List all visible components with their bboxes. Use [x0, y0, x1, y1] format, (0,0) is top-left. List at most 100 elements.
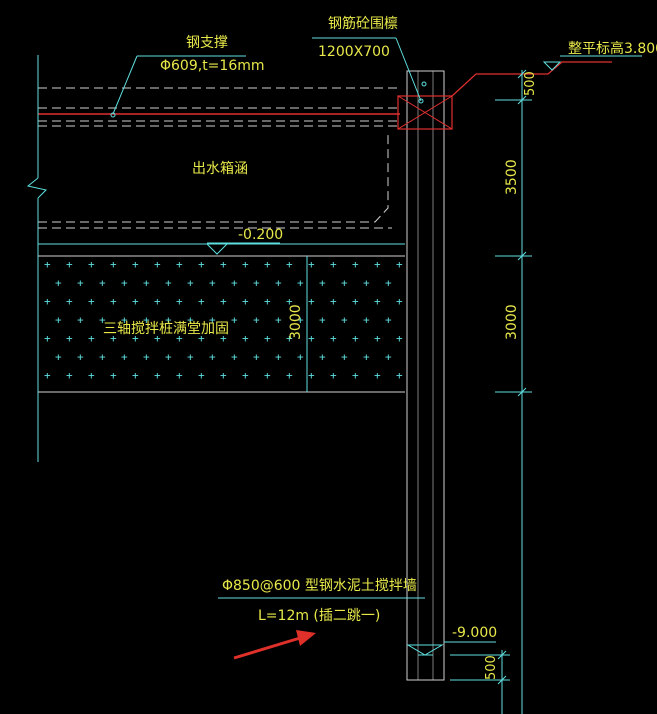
hatch-plus: + — [330, 258, 337, 271]
level-wall-toe: -9.000 500 — [444, 625, 510, 714]
hatch-plus: + — [242, 295, 249, 308]
hatch-plus: + — [187, 277, 194, 290]
hatch-plus: + — [396, 369, 403, 382]
hatch-plus: + — [99, 314, 106, 327]
hatch-plus: + — [341, 314, 348, 327]
right-dimension-chain: 500 3500 3000 — [495, 69, 538, 714]
hatch-plus: + — [374, 369, 381, 382]
hatch-plus: + — [264, 369, 271, 382]
left-boundary — [26, 55, 47, 462]
middle-span-dimension: 3000 — [504, 304, 520, 340]
hatch-plus: + — [253, 277, 260, 290]
hatch-plus: + — [176, 369, 183, 382]
reinforcement-hatch: + + + + + + + + + + + + + + + + + + + + + + + + + + + + + + + + + + + + + + + +… — [44, 258, 403, 382]
hatch-plus: + — [363, 277, 370, 290]
hatch-plus: + — [231, 277, 238, 290]
hatch-plus: + — [198, 258, 205, 271]
hatch-plus: + — [110, 258, 117, 271]
hatch-plus: + — [286, 258, 293, 271]
wall-spec-annotation: Φ850@600 型钢水泥土搅拌墙 L=12m (插二跳一) — [218, 578, 425, 624]
top-block-dimension: 500 — [523, 71, 538, 96]
hatch-plus: + — [297, 277, 304, 290]
hatch-plus: + — [341, 351, 348, 364]
hatch-plus: + — [385, 351, 392, 364]
hatch-plus: + — [396, 332, 403, 345]
ring-beam-title: 钢筋砼围檩 — [328, 15, 398, 32]
hatch-plus: + — [121, 351, 128, 364]
hatch-plus: + — [99, 277, 106, 290]
steel-strut-annotation: 钢支撑 Φ609,t=16mm — [110, 35, 265, 118]
hatch-plus: + — [308, 332, 315, 345]
hatch-plus: + — [319, 314, 326, 327]
hatch-plus: + — [187, 314, 194, 327]
wall-length-label: L=12m (插二跳一) — [258, 608, 380, 624]
hatch-plus: + — [275, 277, 282, 290]
hatch-plus: + — [66, 295, 73, 308]
hatch-plus: + — [209, 314, 216, 327]
hatch-plus: + — [209, 351, 216, 364]
hatch-plus: + — [143, 277, 150, 290]
hatch-plus: + — [297, 351, 304, 364]
hatch-plus: + — [286, 295, 293, 308]
hatch-plus: + — [385, 314, 392, 327]
hatch-plus: + — [319, 351, 326, 364]
hatch-plus: + — [352, 295, 359, 308]
hatch-plus: + — [121, 277, 128, 290]
ground-level-label: 整平标高3.800 — [568, 40, 657, 57]
hatch-plus: + — [77, 351, 84, 364]
hatch-plus: + — [88, 258, 95, 271]
level-top-soil: -0.200 — [38, 227, 405, 257]
hatch-plus: + — [396, 258, 403, 271]
hatch-plus: + — [209, 277, 216, 290]
hatch-plus: + — [110, 369, 117, 382]
hatch-plus: + — [374, 258, 381, 271]
hatch-plus: + — [396, 295, 403, 308]
retaining-wall — [406, 70, 445, 681]
hatch-plus: + — [352, 332, 359, 345]
hatch-plus: + — [44, 332, 51, 345]
hatch-plus: + — [352, 369, 359, 382]
hatch-plus: + — [99, 351, 106, 364]
hatch-plus: + — [55, 351, 62, 364]
hatch-plus: + — [352, 258, 359, 271]
hatch-plus: + — [220, 295, 227, 308]
soil-reinforcement-label: 三轴搅拌桩满堂加固 — [103, 320, 229, 337]
hatch-plus: + — [330, 295, 337, 308]
upper-span-dimension: 3500 — [504, 159, 520, 195]
hatch-plus: + — [297, 314, 304, 327]
hatch-plus: + — [88, 369, 95, 382]
hatch-plus: + — [143, 314, 150, 327]
toe-block-dimension: 500 — [484, 655, 499, 680]
hatch-plus: + — [264, 332, 271, 345]
wall-spec-label: Φ850@600 型钢水泥土搅拌墙 — [222, 578, 417, 594]
hatch-plus: + — [374, 332, 381, 345]
hatch-plus: + — [275, 314, 282, 327]
hatch-plus: + — [77, 277, 84, 290]
hatch-plus: + — [264, 258, 271, 271]
hatch-plus: + — [165, 277, 172, 290]
hatch-plus: + — [165, 314, 172, 327]
hatch-plus: + — [132, 332, 139, 345]
soil-reinforcement-block: + + + + + + + + + + + + + + + + + + + + + + + + + + + + + + + + + + + + + + + +… — [38, 256, 405, 393]
hatch-plus: + — [77, 314, 84, 327]
hatch-plus: + — [242, 258, 249, 271]
triangle-level-icon — [542, 61, 562, 71]
hatch-plus: + — [308, 369, 315, 382]
hatch-plus: + — [198, 332, 205, 345]
hatch-plus: + — [154, 332, 161, 345]
hatch-plus: + — [220, 332, 227, 345]
hatch-plus: + — [176, 295, 183, 308]
hatch-plus: + — [374, 295, 381, 308]
hatch-plus: + — [154, 369, 161, 382]
hatch-plus: + — [44, 369, 51, 382]
hatch-plus: + — [66, 369, 73, 382]
hatch-plus: + — [44, 295, 51, 308]
hatch-plus: + — [132, 295, 139, 308]
hatch-plus: + — [121, 314, 128, 327]
hatch-plus: + — [66, 332, 73, 345]
hatch-plus: + — [330, 369, 337, 382]
hatch-plus: + — [176, 332, 183, 345]
hatch-plus: + — [132, 258, 139, 271]
hatch-plus: + — [275, 351, 282, 364]
